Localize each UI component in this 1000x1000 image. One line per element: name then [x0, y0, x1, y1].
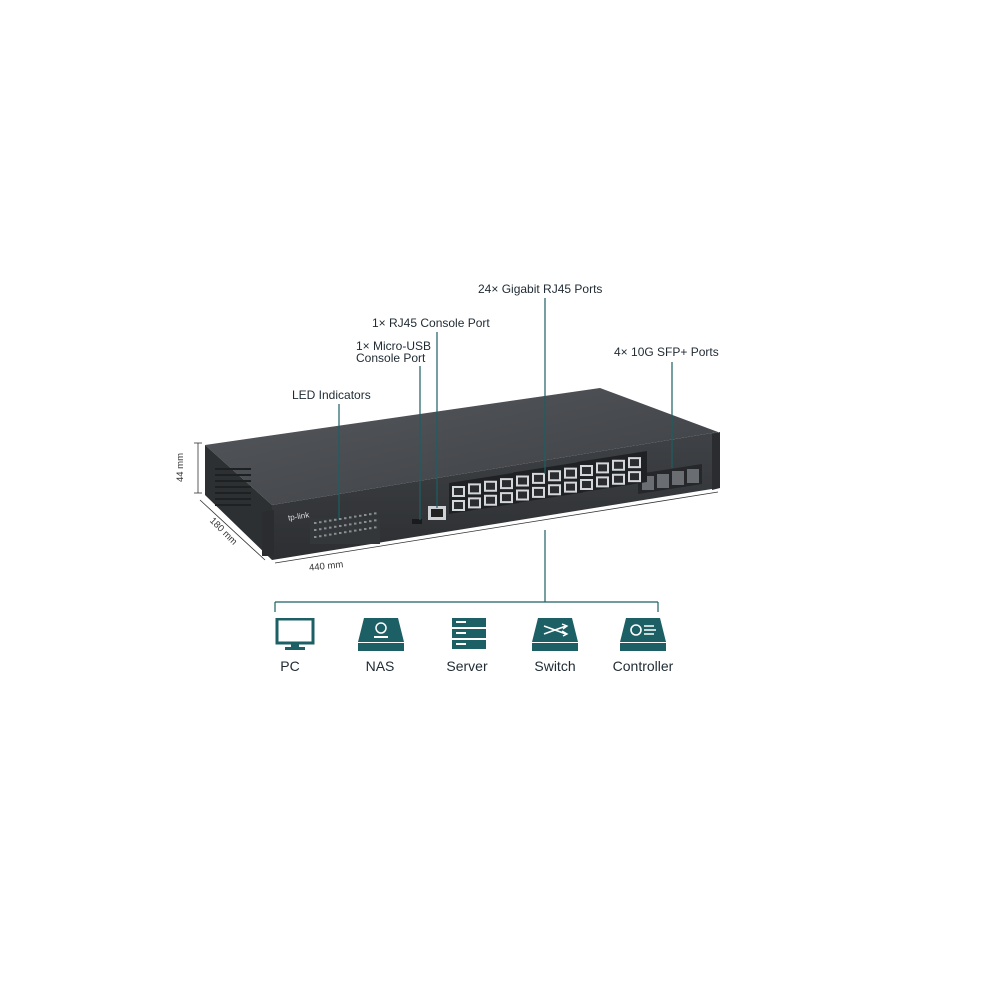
switch-icon: [532, 618, 578, 651]
led-dot: [334, 532, 337, 535]
rj45-port-socket: [582, 481, 591, 489]
led-dot: [324, 534, 327, 537]
led-dot: [359, 514, 362, 517]
led-dot: [334, 525, 337, 528]
led-dot: [364, 514, 367, 516]
rj45-port-socket: [614, 475, 623, 483]
led-dot: [339, 518, 342, 520]
rj45-port-socket: [486, 496, 495, 504]
dimension-height: 44 mm: [175, 452, 187, 483]
led-dot: [344, 524, 347, 527]
rj45-port-socket: [614, 461, 623, 469]
rj45-port-socket: [502, 494, 511, 502]
callout-usb-console-line1: 1× Micro-USB: [356, 339, 432, 353]
led-dot: [329, 526, 332, 529]
led-dot: [364, 528, 367, 530]
device-label-nas: NAS: [365, 658, 395, 674]
rj45-port-socket: [566, 469, 575, 477]
rj45-port-socket: [470, 499, 479, 507]
led-dot: [349, 530, 352, 533]
rj45-port-socket: [598, 464, 607, 472]
rj45-port-socket: [550, 486, 559, 494]
rj45-port-socket: [502, 480, 511, 488]
callout-usb-console-line2: Console Port: [356, 351, 426, 365]
led-dot: [319, 521, 322, 524]
led-dot: [374, 526, 377, 529]
led-dot: [359, 528, 362, 531]
rj45-port-socket: [630, 459, 639, 467]
led-dot: [349, 523, 352, 526]
rj45-port-socket: [598, 478, 607, 486]
led-dot: [314, 529, 317, 531]
rj45-port-groups: [449, 451, 647, 514]
rj45-port-socket: [454, 502, 463, 509]
led-dot: [339, 525, 342, 527]
callout-leader-lines: [274, 298, 673, 612]
rj45-port-socket: [470, 485, 479, 493]
device-label-controller: Controller: [612, 658, 674, 674]
led-dot: [319, 535, 322, 538]
led-dot: [314, 522, 317, 524]
led-dot: [314, 536, 317, 538]
rj45-port-socket: [486, 482, 495, 490]
led-dot: [324, 527, 327, 530]
rj45-port-socket: [582, 467, 591, 475]
device-label-pc: PC: [280, 658, 300, 674]
led-dot: [319, 528, 322, 531]
nas-icon: [358, 618, 404, 651]
sfp-port-cage: [638, 464, 702, 494]
rj45-port-socket: [534, 488, 543, 496]
led-dot: [369, 527, 372, 530]
led-dot: [324, 520, 327, 523]
led-dot: [374, 512, 377, 515]
rj45-port-socket: [454, 488, 463, 495]
led-dot: [354, 515, 357, 518]
led-dot: [349, 516, 352, 519]
callout-rj45-console-port: 1× RJ45 Console Port: [372, 316, 490, 330]
led-dot: [344, 531, 347, 534]
server-icon: [452, 618, 486, 649]
device-label-server: Server: [446, 658, 488, 674]
dimension-lines: [194, 442, 719, 564]
rj45-port-socket: [566, 483, 575, 491]
led-dot: [359, 521, 362, 524]
led-dot: [334, 518, 337, 521]
console-ports: [412, 506, 446, 524]
led-dot: [374, 519, 377, 522]
led-dot: [369, 520, 372, 523]
rj45-port-socket: [518, 491, 527, 499]
led-dot: [329, 519, 332, 522]
rj45-port-socket: [534, 474, 543, 482]
led-dot: [364, 521, 367, 523]
led-dot: [344, 517, 347, 520]
led-dot: [339, 532, 342, 534]
led-indicator-grid: [310, 518, 380, 544]
callout-gigabit-ports: 24× Gigabit RJ45 Ports: [478, 282, 603, 296]
rj45-port-socket: [630, 473, 639, 481]
rj45-port-socket: [518, 477, 527, 485]
controller-icon: [620, 618, 666, 651]
led-dot: [354, 529, 357, 532]
rj45-port-socket: [550, 472, 559, 480]
callout-sfp-ports: 4× 10G SFP+ Ports: [614, 345, 719, 359]
monitor-icon: [275, 618, 315, 650]
callout-led-indicators: LED Indicators: [292, 388, 371, 402]
led-dot: [354, 522, 357, 525]
led-dot: [369, 513, 372, 516]
device-label-switch: Switch: [534, 658, 576, 674]
led-dot: [329, 533, 332, 536]
